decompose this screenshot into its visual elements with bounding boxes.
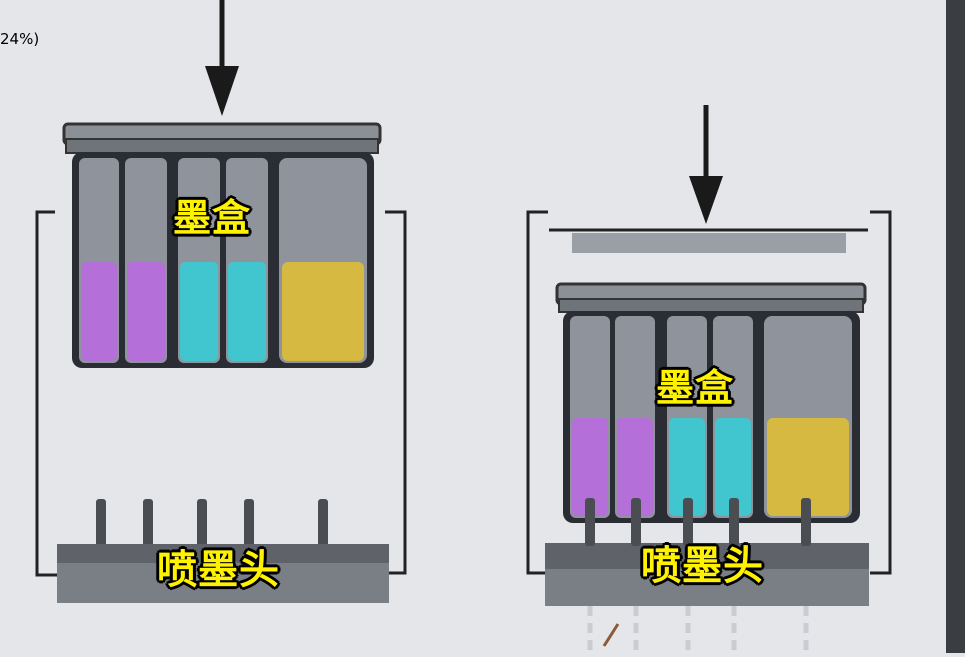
left-printhead (57, 544, 389, 563)
right-nozzles (585, 498, 811, 546)
right-housing-bracket-left (526, 210, 548, 575)
right-printhead (545, 543, 869, 569)
right-cartridge-label: 墨盒 (656, 366, 735, 410)
right-tank-cyan-1 (667, 316, 707, 518)
right-ink-cartridge (563, 311, 860, 523)
right-housing-bracket-right (870, 210, 892, 575)
right-down-arrow-icon (689, 105, 723, 224)
left-tank-magenta-2 (125, 158, 167, 363)
left-nozzles (96, 499, 328, 547)
left-tank-cyan-1 (178, 158, 220, 363)
left-panel (35, 0, 407, 603)
left-down-arrow-icon (205, 0, 239, 116)
right-tank-cyan-2 (713, 316, 753, 518)
right-panel (526, 105, 892, 653)
right-tank-magenta-1 (570, 316, 610, 518)
left-tank-magenta-1 (79, 158, 119, 363)
left-printhead-label: 喷墨头 (157, 547, 280, 593)
left-cartridge-label: 墨盒 (173, 196, 252, 240)
right-ink-flow (587, 606, 809, 653)
left-tank-yellow (279, 158, 367, 363)
left-ink-cartridge (72, 152, 374, 368)
pen-mark (602, 623, 620, 647)
right-tank-yellow (764, 316, 852, 518)
screen-edge (946, 0, 965, 653)
left-tank-cyan-2 (226, 158, 268, 363)
left-housing-bracket-right (385, 210, 407, 575)
right-lid-ghost (572, 233, 846, 253)
right-printhead-label: 喷墨头 (641, 543, 764, 589)
left-housing-bracket-left (35, 210, 58, 577)
zoom-indicator: 24%) (0, 30, 40, 48)
right-tank-magenta-2 (615, 316, 655, 518)
